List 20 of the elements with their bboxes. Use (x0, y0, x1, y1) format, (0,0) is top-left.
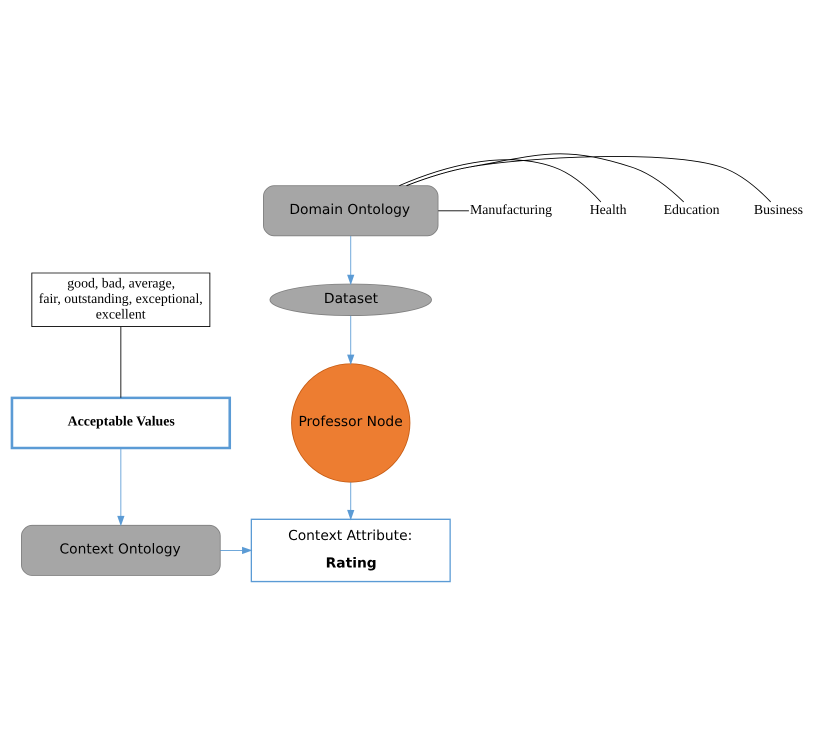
arrow (220, 546, 252, 554)
node-text: Business (754, 202, 804, 217)
connector (438, 210, 470, 211)
connector (406, 156, 772, 202)
node-box: Domain Ontology (263, 184, 438, 236)
arrow (117, 447, 124, 526)
node-box: Context Ontology (21, 524, 221, 576)
arrow (347, 481, 354, 520)
node-text: Education (664, 202, 720, 217)
node-text: Manufacturing (470, 202, 552, 217)
node-circle: Professor Node (291, 362, 410, 482)
node-text: Health (590, 202, 627, 217)
connector (120, 326, 122, 398)
node-box: Context Attribute: Rating (250, 518, 451, 582)
node-box: Acceptable Values (10, 396, 232, 449)
arrow (347, 235, 354, 285)
arrow (347, 314, 354, 365)
node-ellipse: Dataset (270, 283, 432, 316)
node-box: good, bad, average, fair, outstanding, exceptional, excellent (31, 272, 210, 327)
connector (398, 158, 602, 202)
